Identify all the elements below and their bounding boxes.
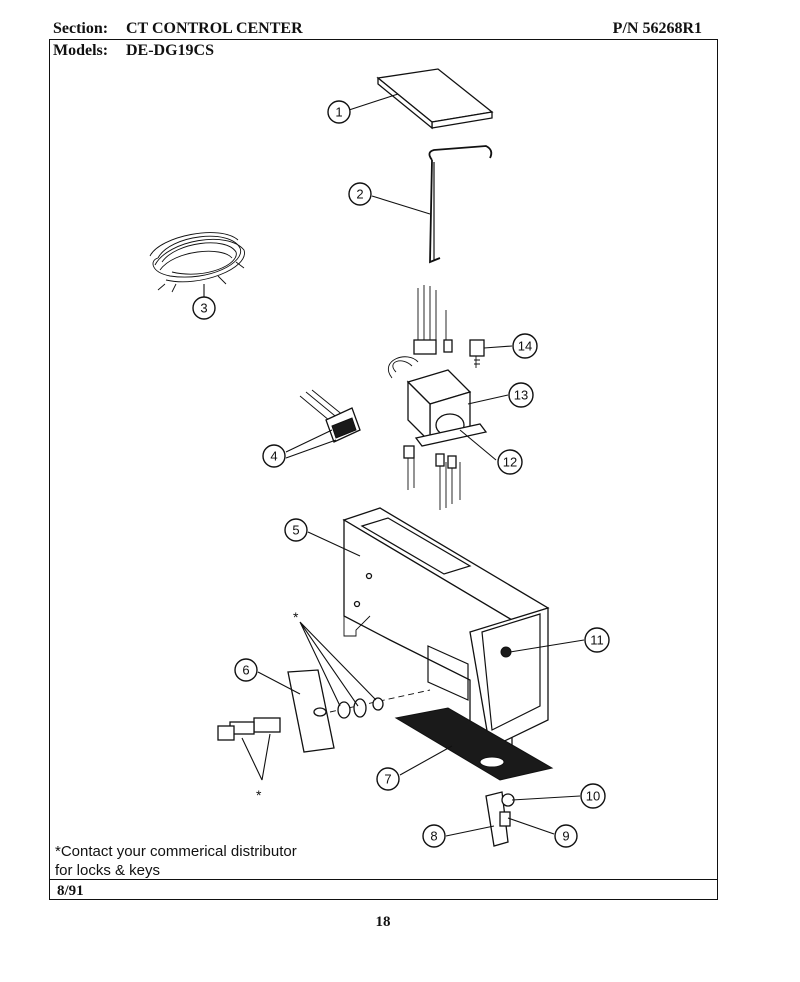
- callout-8: 8: [422, 824, 446, 848]
- callout-4: 4: [262, 444, 286, 468]
- part-2-wire-bracket: [428, 145, 493, 264]
- note-line-1: *Contact your commerical distributor: [55, 843, 297, 860]
- callout-12: 12: [497, 449, 523, 475]
- models-label: Models:: [53, 42, 109, 59]
- section-label: Section:: [53, 20, 109, 37]
- callout-13: 13: [508, 382, 534, 408]
- part-1-cover-plate: [376, 68, 494, 130]
- asterisk-mark: *: [256, 787, 262, 803]
- svg-text:3: 3: [200, 301, 207, 316]
- callout-11: 11: [584, 627, 610, 653]
- svg-text:8: 8: [430, 829, 437, 844]
- callout-9: 9: [554, 824, 578, 848]
- callout-3: 3: [192, 296, 216, 320]
- diagram-frame: [49, 39, 718, 900]
- asterisk-mark: *: [293, 609, 299, 625]
- svg-text:6: 6: [242, 663, 249, 678]
- callout-10: 10: [580, 783, 606, 809]
- section-title: CT CONTROL CENTER: [126, 20, 303, 37]
- part-number: P/N 56268R1: [612, 20, 702, 37]
- svg-text:12: 12: [503, 455, 517, 470]
- revision-date: 8/91: [57, 883, 84, 899]
- part-8-latch: [485, 791, 515, 847]
- callout-1: 1: [327, 100, 351, 124]
- svg-text:10: 10: [586, 789, 600, 804]
- svg-text:7: 7: [384, 772, 391, 787]
- callout-14: 14: [512, 333, 538, 359]
- svg-text:4: 4: [270, 449, 277, 464]
- part-6-lock-plate: [217, 669, 431, 753]
- svg-text:13: 13: [514, 388, 528, 403]
- callout-6: 6: [234, 658, 258, 682]
- footer-divider: [49, 879, 718, 880]
- svg-text:5: 5: [292, 523, 299, 538]
- page-number: 18: [375, 914, 391, 930]
- part-3-wiring-harness: [149, 232, 245, 293]
- part-5-housing: [342, 507, 550, 752]
- note-line-2: for locks & keys: [55, 862, 161, 879]
- svg-text:2: 2: [356, 187, 363, 202]
- callout-5: 5: [284, 518, 308, 542]
- part-7-gasket: [394, 707, 554, 781]
- svg-text:14: 14: [518, 339, 532, 354]
- svg-text:1: 1: [335, 105, 342, 120]
- svg-text:9: 9: [562, 829, 569, 844]
- lock-note: *Contact your commerical distributor for…: [55, 842, 297, 880]
- part-13-control-module: [388, 285, 488, 510]
- svg-text:11: 11: [590, 633, 604, 648]
- callout-7: 7: [376, 767, 400, 791]
- models-value: DE-DG19CS: [126, 42, 215, 59]
- part-4-connector: [299, 389, 361, 443]
- callout-2: 2: [348, 182, 372, 206]
